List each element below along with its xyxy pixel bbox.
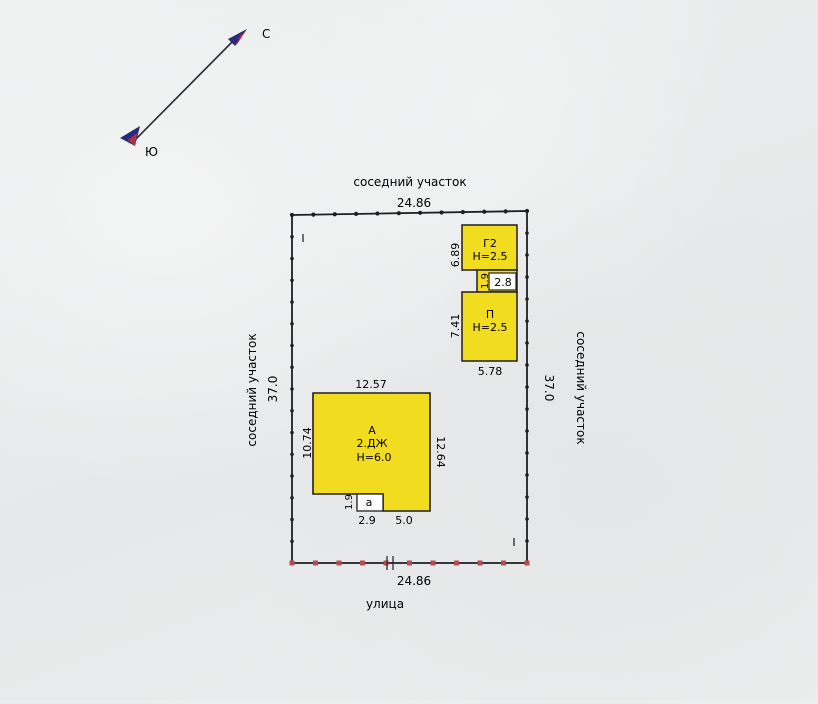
compass-south-tail-tip (128, 133, 137, 146)
bottom-boundary-post (360, 560, 365, 566)
compass-north-label: С (262, 27, 270, 41)
left-boundary-post (290, 300, 294, 304)
right-boundary-post (525, 297, 529, 301)
right-boundary-post (525, 495, 529, 499)
left-boundary-post (290, 408, 294, 413)
house-a-left-dimension: 10.74 (301, 427, 314, 459)
top-boundary-post (396, 211, 401, 216)
top-boundary-post (353, 211, 359, 217)
house-a-type: 2.ДЖ (357, 437, 388, 450)
left-section-marker: I (301, 232, 304, 245)
left-boundary-post (290, 495, 294, 500)
right-boundary-post (525, 407, 529, 411)
top-length-label: 24.86 (397, 196, 431, 210)
passage-inner-building (488, 272, 517, 291)
right-boundary-post (525, 363, 529, 367)
left-neighbor-label: соседний участок (245, 333, 259, 446)
compass-south-tail (120, 126, 140, 146)
left-boundary-post (290, 256, 294, 261)
right-boundary-post (525, 517, 529, 521)
left-boundary-post (290, 321, 294, 326)
house-a-right-dimension: 12.64 (434, 436, 447, 468)
top-boundary-post (439, 210, 444, 215)
right-boundary-post (525, 539, 529, 543)
right-section-marker: I (512, 536, 515, 549)
boundary-posts (289, 208, 530, 566)
top-boundary-post (311, 212, 316, 217)
left-boundary-post (290, 430, 294, 435)
bottom-boundary-post (430, 560, 436, 566)
right-boundary-post (525, 275, 529, 279)
top-neighbor-label: соседний участок (353, 175, 466, 189)
left-boundary-post (290, 539, 294, 544)
top-boundary-post (332, 212, 337, 217)
top-boundary-post (418, 210, 423, 215)
right-boundary-post (525, 473, 529, 477)
annex-p-building (461, 291, 518, 362)
top-boundary-post (375, 211, 380, 216)
street-label: улица (366, 597, 404, 611)
garage-g2-height: Н=2.5 (473, 250, 508, 263)
garage-g2-letter: Г2 (483, 237, 497, 250)
annex-p-bottom-dimension: 5.78 (478, 365, 503, 378)
bottom-boundary-post (501, 560, 506, 566)
bottom-boundary-post (313, 560, 318, 566)
annex-p-height: Н=2.5 (473, 321, 508, 334)
left-boundary-post (290, 474, 294, 478)
annex-p-letter: П (486, 308, 494, 321)
garage-g2-left-dimension: 6.89 (449, 243, 462, 268)
right-neighbor-label: соседний участок (574, 331, 588, 444)
top-boundary-post (289, 212, 295, 218)
annex-p-left-dimension: 7.41 (449, 314, 462, 339)
top-boundary-post (524, 208, 530, 214)
left-boundary-post (290, 452, 294, 457)
compass-shaft (133, 32, 242, 142)
bottom-length-label: 24.86 (397, 574, 431, 588)
top-boundary-post (482, 209, 487, 214)
right-boundary-post (525, 253, 529, 257)
left-length-label: 37.0 (266, 376, 280, 403)
left-boundary-post (290, 234, 294, 239)
bottom-boundary-post (407, 560, 412, 566)
bottom-boundary-post (524, 560, 530, 566)
porch-a-bottom-dimension: 2.9 (358, 514, 376, 527)
compass-south-label: Ю (145, 145, 158, 159)
house-a-bottom-dimension: 5.0 (395, 514, 413, 527)
right-length-label: 37.0 (542, 375, 556, 402)
house-a-letter: А (368, 424, 376, 437)
gate-mark (386, 556, 394, 570)
right-boundary-post (525, 385, 529, 389)
bottom-boundary-post (477, 560, 483, 566)
porch-a-left-dimension: 1.9 (344, 494, 355, 510)
garage-g2-building (461, 224, 518, 271)
porch-a-letter: а (366, 496, 373, 509)
left-boundary-post (290, 278, 294, 283)
compass-north-arrowhead (228, 29, 247, 46)
right-boundary-post (525, 231, 529, 235)
left-boundary-post (290, 387, 294, 391)
right-boundary-post (525, 319, 529, 323)
left-boundary-post (290, 365, 294, 370)
right-boundary-post (525, 451, 529, 455)
top-boundary-post (503, 209, 508, 214)
bottom-boundary-post (454, 560, 459, 566)
right-boundary-post (525, 341, 529, 345)
right-boundary-post (525, 429, 529, 433)
left-boundary-post (290, 517, 294, 522)
passage-right-dimension: 2.8 (494, 276, 512, 289)
passage-left-dimension: 1.9 (480, 273, 491, 289)
bottom-boundary-post (336, 560, 342, 566)
compass: С Ю (120, 27, 270, 159)
bottom-boundary-post (289, 560, 295, 566)
house-a-height: Н=6.0 (357, 451, 392, 464)
compass-north-arrowhead-tip (236, 29, 247, 46)
top-boundary-post (460, 209, 466, 215)
bottom-boundary-post (383, 560, 389, 566)
house-a-top-dimension: 12.57 (355, 378, 387, 391)
porch-a-building (356, 493, 384, 512)
left-boundary-post (290, 343, 294, 348)
